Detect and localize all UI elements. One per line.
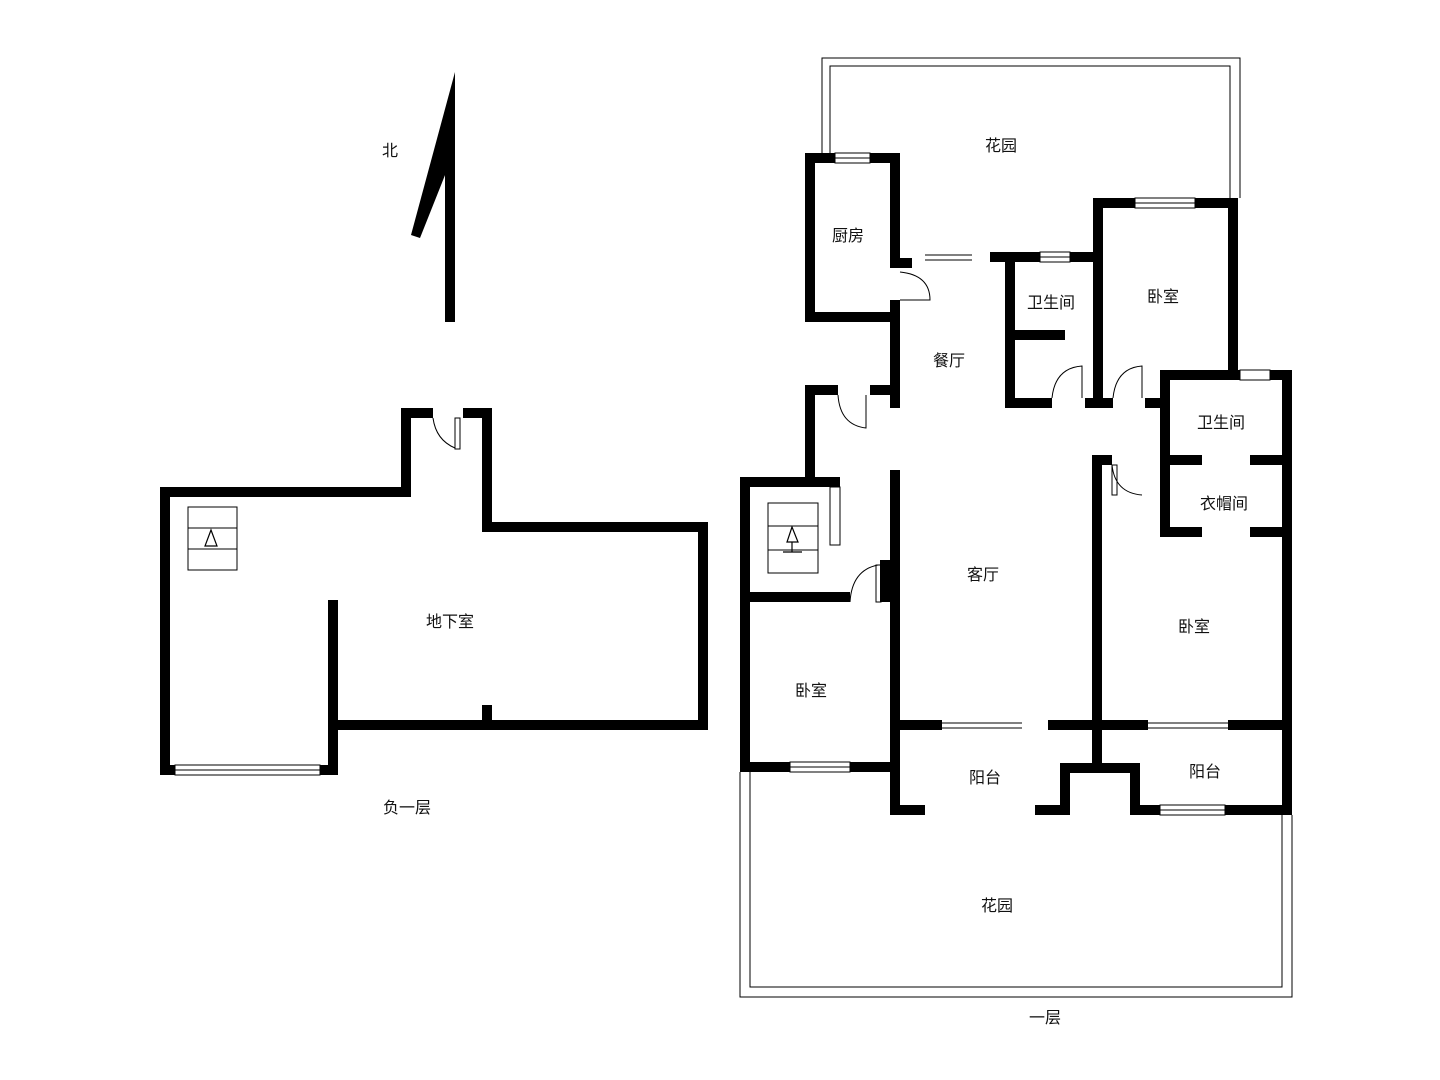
garden-outlines	[739, 57, 1293, 998]
stair-up-icon	[204, 528, 218, 547]
room-label-balcony-2: 阳台	[1188, 762, 1222, 781]
room-label-dining: 餐厅	[932, 351, 966, 370]
basement-details	[174, 417, 461, 776]
floor-label-first: 一层	[1028, 1008, 1062, 1027]
floor-label-basement: 负一层	[382, 798, 432, 817]
first-floor-details	[767, 152, 1271, 816]
room-label-bedroom-west: 卧室	[794, 681, 828, 700]
north-label: 北	[381, 141, 399, 160]
room-label-bedroom-ne: 卧室	[1146, 287, 1180, 306]
room-label-bathroom-1: 卫生间	[1026, 293, 1076, 312]
room-label-bathroom-2: 卫生间	[1196, 413, 1246, 432]
room-label-cloakroom: 衣帽间	[1199, 494, 1249, 513]
room-label-garden-south: 花园	[980, 896, 1014, 915]
room-label-bedroom-east: 卧室	[1177, 617, 1211, 636]
room-label-garden-north: 花园	[984, 136, 1018, 155]
room-label-balcony-1: 阳台	[968, 768, 1002, 787]
stair-up-icon	[783, 525, 802, 553]
basement-walls	[160, 408, 708, 775]
north-arrow-icon	[411, 72, 455, 322]
room-label-kitchen: 厨房	[831, 226, 865, 245]
first-floor-walls	[740, 153, 1292, 815]
room-label-basement: 地下室	[425, 612, 475, 631]
room-label-living: 客厅	[966, 565, 1000, 584]
